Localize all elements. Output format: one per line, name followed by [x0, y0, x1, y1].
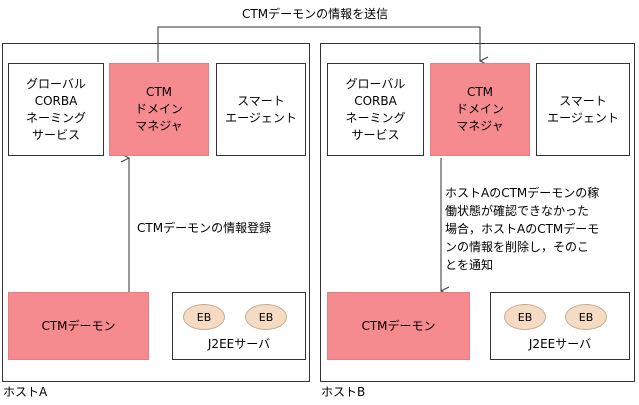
host-b-j2ee-label: J2EEサーバ	[528, 337, 592, 351]
host-a-ctm-daemon: CTMデーモン	[8, 292, 149, 360]
host-a-caption: ホストA	[3, 385, 48, 399]
host-b-eb-1: EB	[504, 304, 546, 330]
host-b-smart-agent: スマート エージェント	[536, 63, 630, 156]
host-b-caption: ホストB	[321, 385, 366, 399]
host-b-corba-naming-service: グローバル CORBA ネーミング サービス	[327, 63, 424, 156]
host-a-ctm-domain-manager: CTM ドメイン マネジャ	[109, 63, 209, 156]
host-a-corba-naming-service: グローバル CORBA ネーミング サービス	[8, 63, 104, 156]
send-info-arrow	[157, 26, 480, 62]
host-a-eb-2: EB	[245, 304, 287, 330]
host-a-arrow-label: CTMデーモンの情報登録	[137, 221, 272, 235]
host-a-j2ee-label: J2EEサーバ	[207, 337, 271, 351]
host-a-eb-1: EB	[183, 304, 225, 330]
host-b-ctm-daemon: CTMデーモン	[327, 292, 470, 360]
top-label: CTMデーモンの情報を送信	[242, 7, 389, 21]
host-a-frame	[2, 43, 310, 382]
host-b-frame	[320, 43, 635, 382]
host-a-smart-agent: スマート エージェント	[216, 63, 306, 156]
host-b-arrow-label: ホストAのCTMデーモンの稼 働状態が確認できなかった 場合，ホストAのCTMデ…	[445, 186, 600, 272]
host-b-ctm-domain-manager: CTM ドメイン マネジャ	[430, 63, 530, 156]
host-b-eb-2: EB	[565, 304, 607, 330]
